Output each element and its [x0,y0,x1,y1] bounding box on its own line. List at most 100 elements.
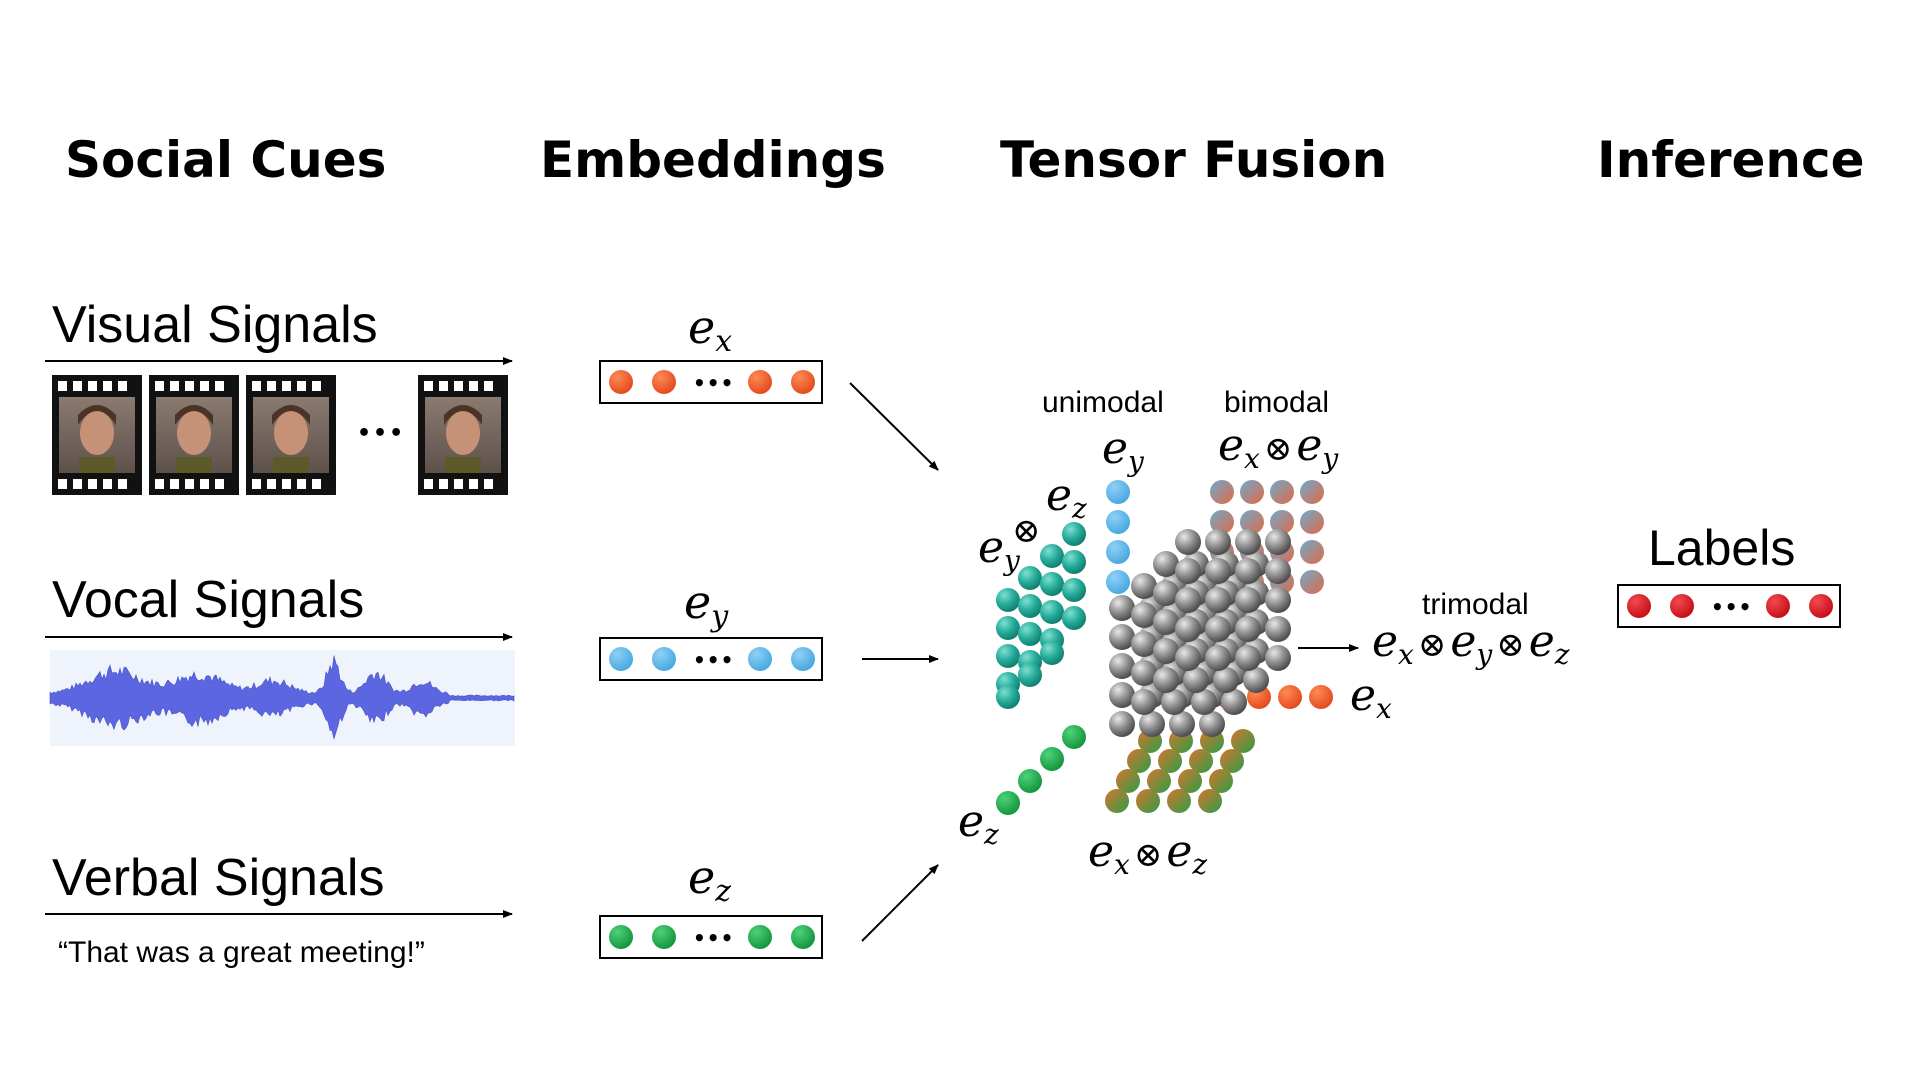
bimodal-xz-sphere [1167,789,1191,813]
bimodal-xy-sphere [1300,570,1324,594]
bimodal-xz-sphere [1147,769,1171,793]
embedding-x-box [599,360,823,404]
trimodal-sphere [1235,645,1261,671]
unimodal-ex-sphere [1278,685,1302,709]
header-embeddings: Embeddings [540,131,886,189]
bimodal-yz-sphere [996,588,1020,612]
bimodal-xz-sphere [1178,769,1202,793]
bimodal-xz-sphere [1127,749,1151,773]
bimodal-xz-sphere [1220,749,1244,773]
trimodal-sphere [1265,558,1291,584]
trimodal-sphere [1131,660,1157,686]
embedding-z-element [748,925,772,949]
embedding-y-ellipsis: ••• [693,648,734,672]
unimodal-label: unimodal [1042,386,1164,419]
bimodal-yz-sphere [1018,566,1042,590]
embedding-x-element [791,370,815,394]
trimodal-sphere [1175,558,1201,584]
trimodal-sphere [1199,711,1225,737]
trimodal-sphere [1131,689,1157,715]
bimodal-xz-sphere [1136,789,1160,813]
trimodal-sphere [1109,624,1135,650]
trimodal-sphere [1183,667,1209,693]
trimodal-sphere [1243,667,1269,693]
trimodal-sphere [1109,653,1135,679]
bimodal-xy-sphere [1300,540,1324,564]
unimodal-ey-sphere [1106,570,1130,594]
bimodal-yz-sphere [996,685,1020,709]
embedding-z-element [791,925,815,949]
labels-title: Labels [1648,520,1795,576]
trimodal-sphere [1153,609,1179,635]
trimodal-sphere [1161,689,1187,715]
unimodal-ez-sphere [1062,725,1086,749]
fusion-ez-top-symbol: ez [1046,470,1087,525]
header-tensor-fusion: Tensor Fusion [1000,131,1387,189]
frames-ellipsis: ••• [357,421,405,446]
bimodal-xy-symbol: ex⊗ey [1218,420,1339,475]
trimodal-sphere [1205,558,1231,584]
trimodal-sphere [1265,616,1291,642]
header-social-cues: Social Cues [65,131,386,189]
tensor-fusion-cube [996,480,1333,815]
unimodal-ez-sphere [1018,769,1042,793]
embedding-z: ez ••• [599,850,823,959]
embedding-x-ellipsis: ••• [693,371,734,395]
film-frame [246,375,336,495]
video-frames: ••• [52,375,508,495]
embedding-x-element [609,370,633,394]
embedding-x-element [652,370,676,394]
bimodal-yz-sphere [1062,578,1086,602]
bimodal-yz-sphere [1040,600,1064,624]
bimodal-xz-sphere [1189,749,1213,773]
trimodal-sphere [1213,667,1239,693]
trimodal-sphere [1205,645,1231,671]
trimodal-sphere [1109,682,1135,708]
audio-waveform [49,655,515,740]
verbal-signals-label: Verbal Signals [52,849,384,907]
otimes-yz-symbol: ⊗ [1012,511,1041,551]
bimodal-xy-sphere [1240,510,1264,534]
bimodal-xz-sphere [1231,729,1255,753]
arrow-z-to-fusion [861,864,939,942]
labels-box [1617,584,1841,628]
trimodal-sphere [1235,558,1261,584]
trimodal-label: trimodal [1422,588,1529,621]
bimodal-yz-sphere [1062,550,1086,574]
embedding-z-element [609,925,633,949]
bimodal-yz-sphere [996,644,1020,668]
trimodal-sphere [1175,529,1201,555]
bimodal-xz-sphere [1105,789,1129,813]
trimodal-sphere [1235,529,1261,555]
trimodal-sphere [1139,711,1165,737]
visual-signals-label: Visual Signals [52,296,378,354]
embedding-x-symbol: ex [688,300,732,359]
trimodal-sphere [1169,711,1195,737]
trimodal-sphere [1131,631,1157,657]
bimodal-xy-sphere [1270,480,1294,504]
bimodal-yz-sphere [1040,544,1064,568]
labels-ellipsis: ••• [1711,595,1752,619]
embedding-y-element [652,647,676,671]
trimodal-sphere [1153,667,1179,693]
bimodal-yz-sphere [1062,522,1086,546]
arrow-x-to-fusion [849,382,939,471]
film-frame [52,375,142,495]
bimodal-yz-sphere [1018,594,1042,618]
bimodal-xy-sphere [1270,510,1294,534]
embedding-y-symbol: ey [684,575,729,634]
trimodal-sphere [1265,529,1291,555]
label-element [1766,594,1790,618]
bimodal-yz-sphere [1062,606,1086,630]
trimodal-sphere [1205,587,1231,613]
trimodal-sphere [1205,529,1231,555]
bimodal-xz-symbol: ex⊗ez [1088,826,1207,881]
header-inference: Inference [1597,131,1865,189]
unimodal-ez-sphere [996,791,1020,815]
trimodal-sphere [1131,602,1157,628]
embedding-y-element [748,647,772,671]
bimodal-xy-sphere [1210,510,1234,534]
embedding-z-symbol: ez [688,850,731,909]
